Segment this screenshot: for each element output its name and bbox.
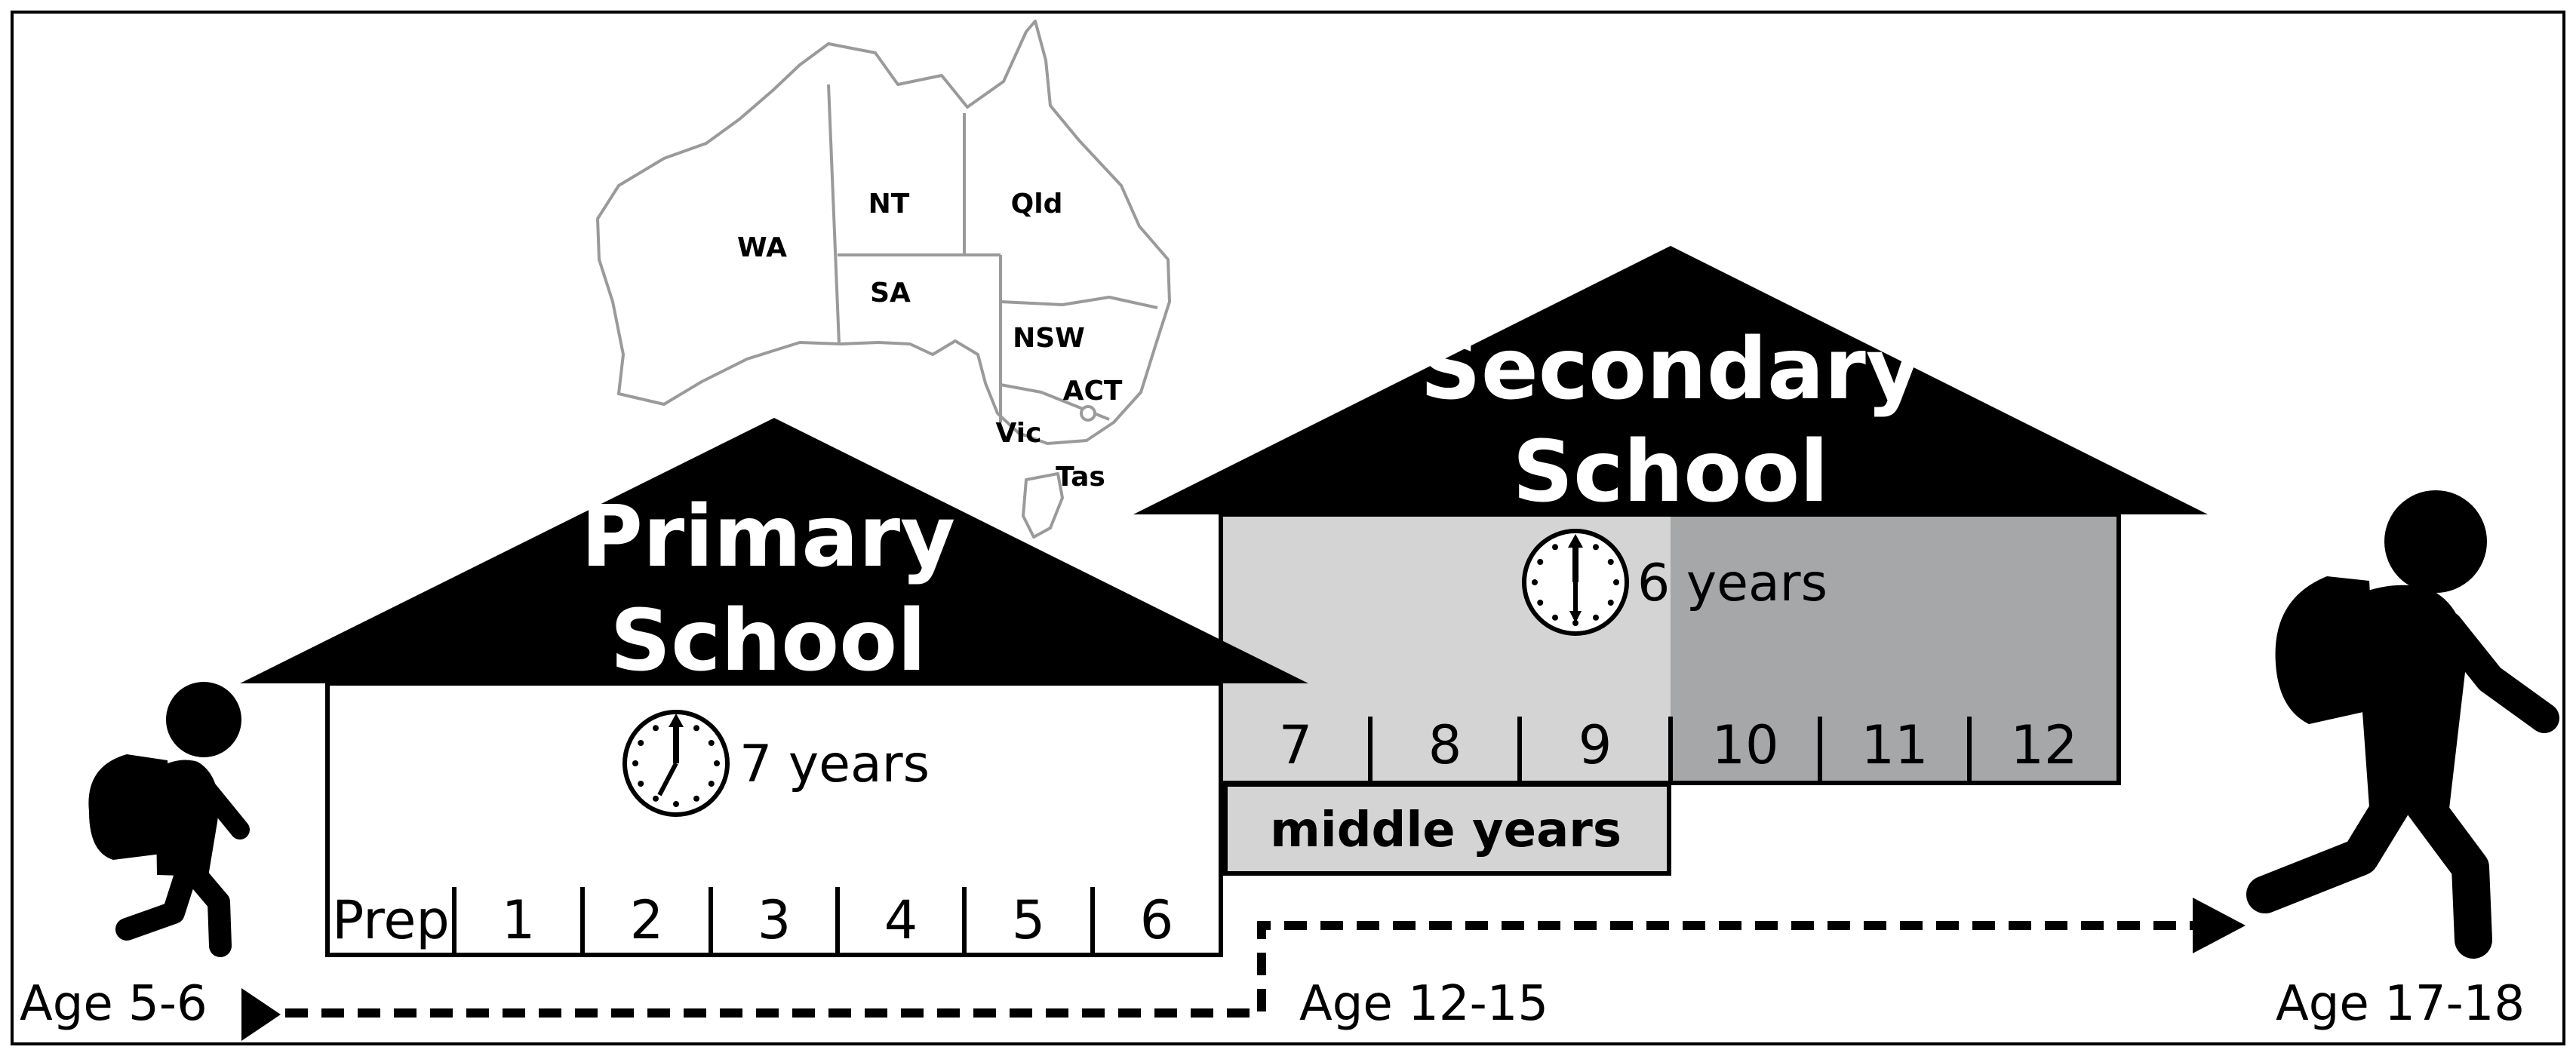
secondary-body-dark	[1671, 514, 2119, 783]
secondary-school: Secondary School 6 years 7 8 9 10 11 12	[1133, 246, 2208, 876]
primary-grade-5: 5	[1012, 889, 1046, 951]
timeline-path	[285, 921, 2202, 1018]
primary-grade-1: 1	[502, 889, 536, 951]
clock-tick	[1552, 614, 1558, 621]
timeline-start-arrow	[241, 988, 281, 1041]
clock-tick	[632, 760, 638, 766]
australia-map	[596, 20, 1171, 539]
clock-tick	[638, 740, 644, 746]
state-label-vic: Vic	[996, 418, 1042, 449]
tasmania-outline	[1022, 472, 1064, 539]
clock-tick	[653, 795, 659, 802]
clock-tick	[714, 760, 720, 766]
qld-nsw-border	[1000, 296, 1158, 309]
middle-years-label: middle years	[1270, 803, 1622, 858]
timeline-end-arrow	[2193, 898, 2246, 953]
secondary-grade-11: 11	[1861, 714, 1928, 776]
clock-tick	[1593, 544, 1599, 551]
state-label-qld: Qld	[1011, 189, 1063, 219]
clock-tick	[1613, 579, 1619, 585]
state-label-nsw: NSW	[1013, 323, 1085, 354]
clock-tick	[1552, 544, 1558, 551]
clock-icon	[622, 710, 730, 817]
primary-grade-3: 3	[758, 889, 792, 951]
diagram-frame	[11, 11, 2565, 1045]
primary-school: Primary School 7 years Prep 1 2 3 4 5 6	[240, 418, 1308, 957]
secondary-grade-12: 12	[2010, 714, 2077, 776]
primary-title-line1: Primary	[581, 488, 955, 586]
primary-duration: 7 years	[739, 735, 930, 794]
secondary-grade-9: 9	[1578, 714, 1612, 776]
clock-tick	[708, 740, 715, 746]
state-label-tas: Tas	[1056, 462, 1105, 493]
age-transition-label: Age 12-15	[1299, 976, 1548, 1032]
clock-tick	[693, 725, 699, 732]
state-label-sa: SA	[870, 278, 911, 308]
clock-tick	[1537, 600, 1544, 606]
clock-tick	[653, 725, 659, 732]
state-label-wa: WA	[737, 232, 787, 263]
secondary-grade-10: 10	[1711, 714, 1778, 776]
map-outline	[596, 20, 1171, 445]
secondary-duration: 6 years	[1637, 554, 1827, 613]
age-start-label: Age 5-6	[20, 976, 207, 1032]
clock-tick	[708, 781, 715, 787]
act-marker	[1080, 405, 1096, 422]
clock-tick	[1593, 614, 1599, 621]
secondary-roof	[1133, 246, 2208, 514]
secondary-title-line1: Secondary	[1420, 321, 1921, 419]
teen-walking-icon	[2246, 490, 2559, 959]
clock-tick	[1537, 559, 1544, 565]
age-end-label: Age 17-18	[2276, 976, 2525, 1032]
child-walking-icon	[88, 682, 250, 957]
clock-tick	[1607, 600, 1614, 606]
primary-grade-prep: Prep	[332, 889, 450, 951]
primary-title-line2: School	[610, 592, 926, 690]
state-label-nt: NT	[868, 189, 910, 219]
secondary-grade-7: 7	[1279, 714, 1313, 776]
timeline	[241, 898, 2246, 1041]
primary-grade-2: 2	[630, 889, 664, 951]
primary-roof	[240, 418, 1308, 683]
secondary-grade-ticks	[1368, 717, 1972, 783]
state-labels: WA NT Qld SA NSW ACT Vic Tas	[737, 189, 1123, 493]
primary-grade-4: 4	[884, 889, 918, 951]
secondary-title-line2: School	[1512, 423, 1828, 521]
wa-border	[827, 84, 841, 345]
primary-body	[325, 681, 1223, 957]
primary-grade-6: 6	[1140, 889, 1174, 951]
secondary-grade-8: 8	[1428, 714, 1462, 776]
clock-tick	[638, 781, 644, 787]
clock-tick	[1607, 559, 1614, 565]
state-label-act: ACT	[1063, 376, 1123, 407]
primary-grade-ticks	[452, 887, 1095, 955]
clock-icon	[1522, 529, 1629, 636]
clock-tick	[1532, 579, 1538, 585]
clock-tick	[673, 801, 679, 807]
middle-years-box	[1223, 782, 1671, 876]
clock-tick	[693, 795, 699, 802]
